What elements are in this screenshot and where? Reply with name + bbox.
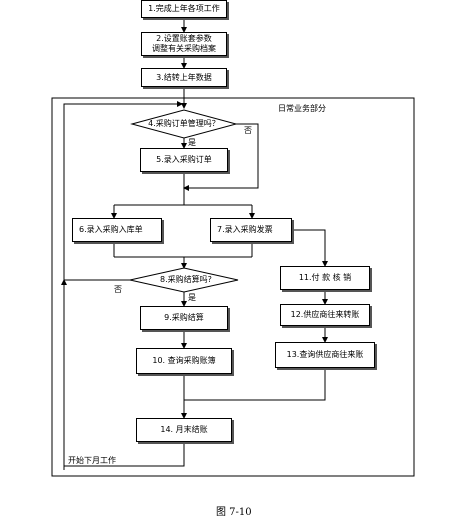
arrow-8-no-loop (63, 101, 183, 281)
daily-business-frame (51, 97, 415, 477)
arrow-4-no (183, 123, 259, 191)
step-2-label: 2.设置账套参数 调整有关采购档案 (152, 34, 216, 53)
step-10-box: 10. 查询采购账簿 (136, 348, 232, 374)
no-label-8: 否 (114, 285, 122, 294)
step-14-label: 14. 月末结账 (160, 425, 208, 434)
step-14-box: 14. 月末结账 (136, 418, 232, 442)
step-7-box: 7.录入采购发票 (210, 218, 292, 242)
next-month-label: 开始下月工作 (68, 456, 116, 465)
yes-label-4: 是 (188, 138, 196, 147)
step-5-box: 5.录入采购订单 (140, 148, 228, 172)
step-12-box: 12.供应商往来转账 (280, 304, 370, 326)
step-7-label: 7.录入采购发票 (217, 225, 273, 234)
step-13-box: 13.查询供应商往来账 (275, 342, 375, 368)
figure-caption: 图 7-10 (216, 507, 252, 518)
step-10-label: 10. 查询采购账簿 (152, 356, 216, 365)
step-1-label: 1.完成上年各项工作 (148, 4, 220, 13)
step-11-box: 11.付 款 核 销 (280, 266, 370, 290)
step-6-label: 6.录入采购入库单 (79, 225, 143, 234)
step-11-label: 11.付 款 核 销 (298, 273, 352, 282)
step-9-label: 9.采购结算 (164, 313, 204, 322)
step-9-box: 9.采购结算 (140, 306, 228, 330)
step-6-box: 6.录入采购入库单 (72, 218, 162, 242)
arrow-13-to-merge (184, 368, 326, 401)
step-12-label: 12.供应商往来转账 (290, 310, 360, 319)
no-label-4: 否 (244, 126, 252, 135)
daily-business-label: 日常业务部分 (278, 104, 326, 113)
step-1-box: 1.完成上年各项工作 (141, 0, 227, 18)
yes-label-8: 是 (188, 293, 196, 302)
step-3-label: 3.结转上年数据 (156, 72, 212, 82)
step-8-label: 8.采购结算吗? (160, 275, 212, 284)
step-3-box: 3.结转上年数据 (141, 68, 227, 87)
step-4-label: 4.采购订单管理吗？ (148, 119, 220, 128)
arrow-7-to-11 (292, 229, 328, 267)
step-2-box: 2.设置账套参数 调整有关采购档案 (141, 32, 227, 56)
step-5-label: 5.录入采购订单 (156, 155, 212, 164)
step-13-label: 13.查询供应商往来账 (286, 350, 364, 359)
decision-8-diamond (129, 267, 239, 293)
arrow-14-to-next (64, 442, 185, 467)
